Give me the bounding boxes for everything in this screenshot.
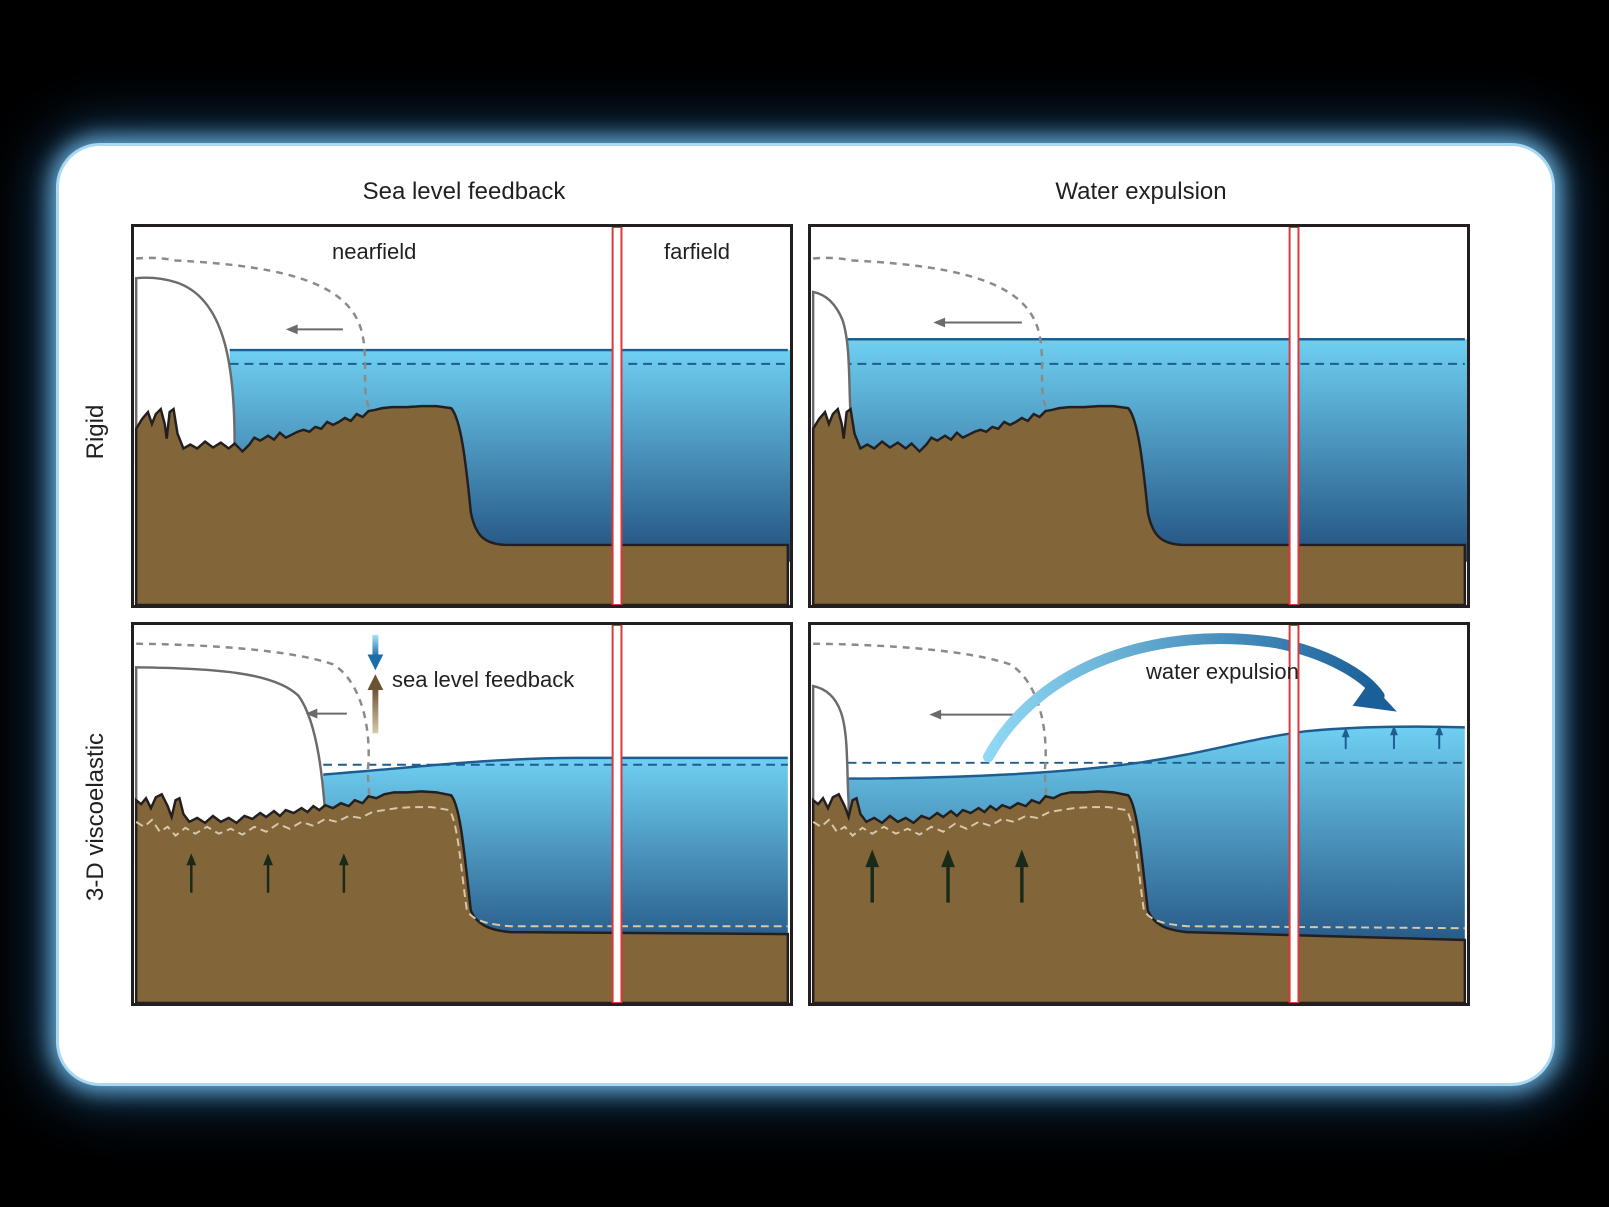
- panel-rigid-water-expulsion: [808, 224, 1470, 608]
- initial-ice-margin: [813, 642, 1048, 801]
- feedback-arrow-up-shaft: [372, 688, 379, 734]
- retreat-arrow-head: [929, 709, 942, 720]
- label-nearfield: nearfield: [332, 239, 417, 264]
- column-title-sea-level-feedback: Sea level feedback: [362, 178, 566, 205]
- panel-visco-slf-graphic: [134, 625, 790, 1003]
- panel-visco-we-graphic: [811, 625, 1467, 1003]
- sea-surface: [323, 756, 788, 776]
- feedback-arrow-down-shaft: [372, 634, 379, 657]
- uplift-arrows: [865, 849, 1029, 903]
- feedback-arrow-down-head: [367, 654, 384, 671]
- expulsion-arc: [982, 633, 1385, 763]
- farfield-marker: [1288, 227, 1300, 605]
- bedrock: [811, 404, 1467, 605]
- retreat-arrow-head: [305, 708, 318, 719]
- row-label-rigid: Rigid: [82, 404, 109, 460]
- panel-rigid-sea-level-feedback: nearfield farfield: [131, 224, 793, 608]
- sea-rise-arrows: [1341, 725, 1444, 750]
- sea-surface: [847, 725, 1465, 780]
- initial-ice-margin: [136, 256, 372, 411]
- farfield-marker: [611, 625, 623, 1003]
- bedrock: [134, 404, 790, 605]
- label-farfield: farfield: [664, 239, 731, 264]
- feedback-arrow-up-head: [367, 674, 384, 690]
- panel-viscoelastic-sea-level-feedback: sea level feedback: [131, 622, 793, 1006]
- initial-ice-margin: [136, 642, 371, 801]
- retreat-arrow-head: [933, 317, 946, 328]
- label-sea-level-feedback: sea level feedback: [392, 667, 575, 692]
- farfield-marker: [611, 227, 623, 605]
- rebounded-bedrock-outline: [812, 806, 1465, 930]
- farfield-marker: [1288, 625, 1300, 1003]
- panel-rigid-slf-graphic: [134, 227, 790, 605]
- initial-ice-margin: [813, 256, 1049, 411]
- uplift-arrows: [186, 853, 349, 893]
- row-label-viscoelastic: 3-D viscoelastic: [82, 732, 109, 902]
- label-water-expulsion: water expulsion: [1146, 659, 1299, 684]
- column-title-water-expulsion: Water expulsion: [1055, 178, 1227, 205]
- expulsion-arrow-head: [1352, 682, 1397, 712]
- panel-viscoelastic-water-expulsion: water expulsion: [808, 622, 1470, 1006]
- rebounded-bedrock-outline: [135, 806, 788, 928]
- retreat-arrow-head: [285, 324, 298, 335]
- panel-rigid-we-graphic: [811, 227, 1467, 605]
